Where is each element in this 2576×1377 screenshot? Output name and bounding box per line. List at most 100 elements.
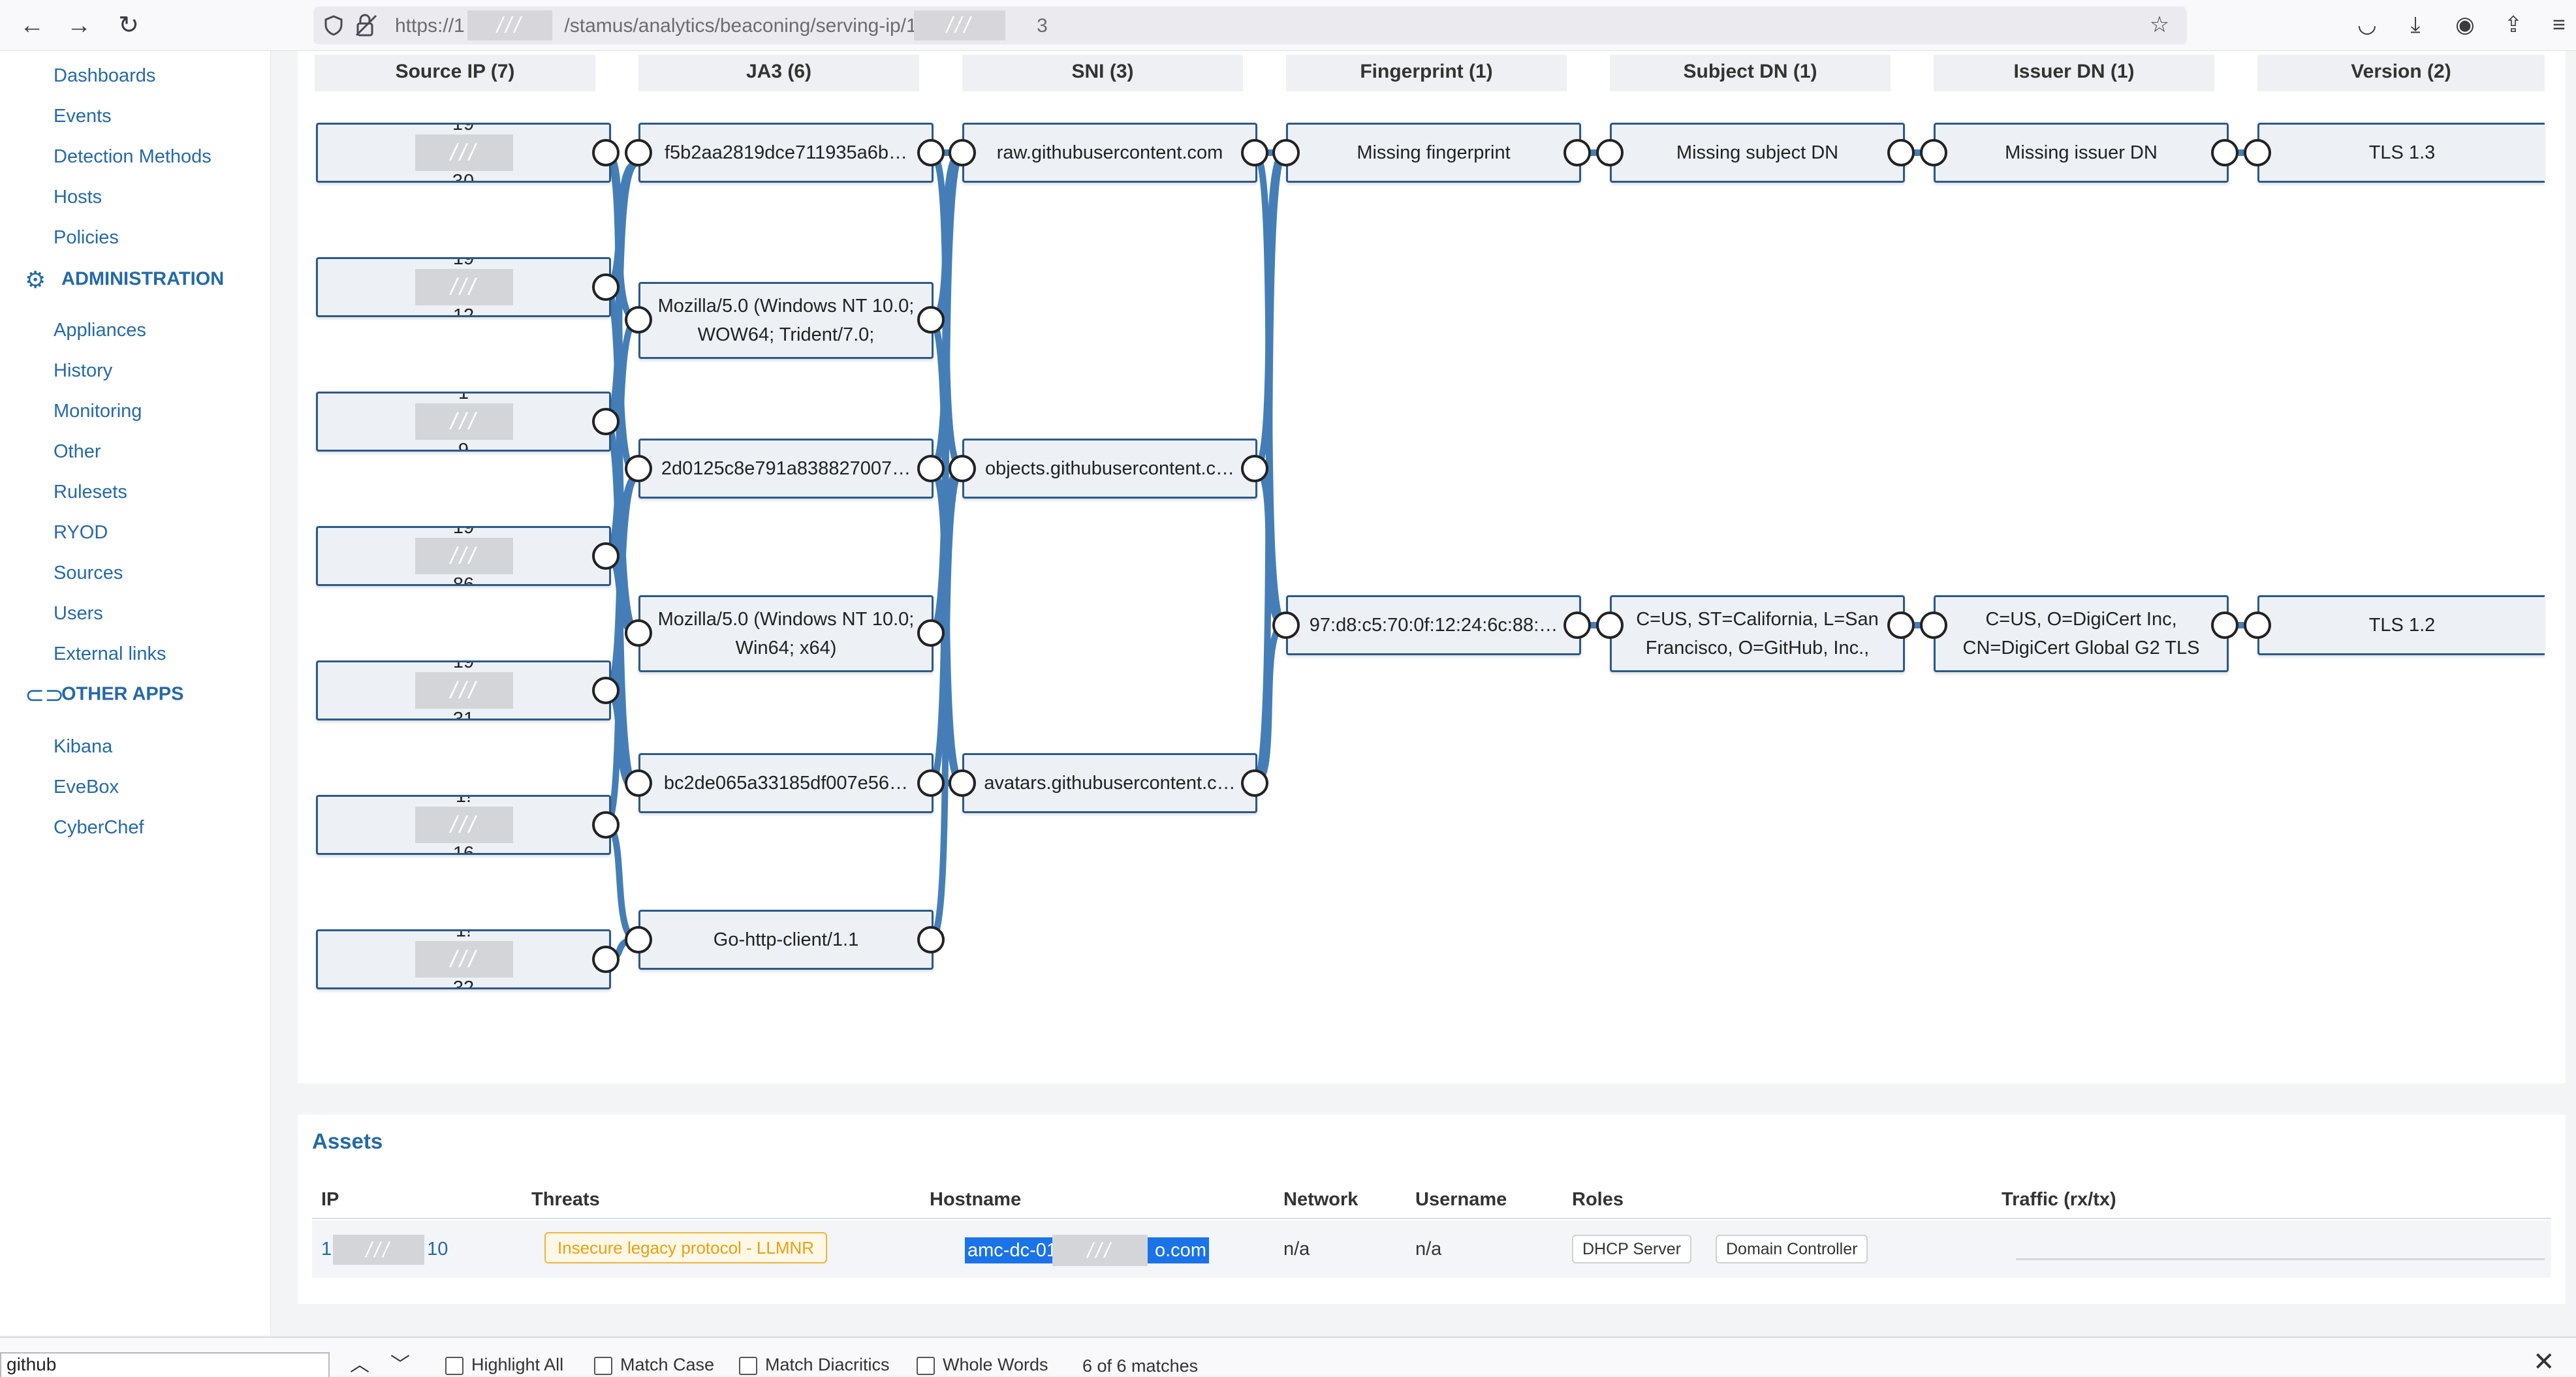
subject-dn-node[interactable]: Missing subject DN bbox=[1610, 123, 1905, 183]
sidebar-item-evebox[interactable]: EveBox bbox=[54, 777, 119, 797]
connector-handle[interactable] bbox=[917, 139, 945, 166]
connector-handle[interactable] bbox=[917, 455, 945, 482]
sidebar-item-users[interactable]: Users bbox=[54, 603, 103, 624]
connector-handle[interactable] bbox=[1596, 139, 1624, 166]
ja3-node[interactable]: f5b2aa2819dce711935a6b… bbox=[638, 123, 934, 183]
column-network[interactable]: Network bbox=[1283, 1189, 1359, 1210]
address-bar[interactable]: https://1 /stamus/analytics/beaconing/se… bbox=[313, 7, 2187, 44]
connector-handle[interactable] bbox=[592, 542, 620, 570]
account-icon[interactable]: ◉ bbox=[2455, 12, 2475, 37]
connector-handle[interactable] bbox=[625, 926, 652, 953]
version-node[interactable]: TLS 1.2 bbox=[2257, 595, 2545, 655]
sidebar-item-detection-methods[interactable]: Detection Methods bbox=[54, 146, 212, 167]
sidebar-item-appliances[interactable]: Appliances bbox=[54, 320, 146, 341]
ja3-node[interactable]: Mozilla/5.0 (Windows NT 10.0; Win64; x64… bbox=[638, 595, 934, 672]
sidebar-item-cyberchef[interactable]: CyberChef bbox=[54, 817, 144, 838]
connector-handle[interactable] bbox=[592, 139, 620, 166]
connector-handle[interactable] bbox=[2244, 611, 2271, 639]
connector-handle[interactable] bbox=[2211, 611, 2238, 639]
fingerprint-node[interactable]: Missing fingerprint bbox=[1286, 123, 1581, 183]
whole-words-checkbox[interactable]: Whole Words bbox=[917, 1355, 1048, 1375]
role-badge-dhcp-server[interactable]: DHCP Server bbox=[1572, 1235, 1691, 1263]
connector-handle[interactable] bbox=[1241, 769, 1268, 797]
sidebar-item-ryod[interactable]: RYOD bbox=[54, 522, 108, 543]
connector-handle[interactable] bbox=[592, 408, 620, 435]
sidebar-item-monitoring[interactable]: Monitoring bbox=[54, 401, 142, 422]
connector-handle[interactable] bbox=[2244, 139, 2271, 166]
connector-handle[interactable] bbox=[1563, 139, 1591, 166]
connector-handle[interactable] bbox=[625, 139, 652, 166]
connector-handle[interactable] bbox=[1272, 611, 1300, 639]
issuer-dn-node[interactable]: Missing issuer DN bbox=[1934, 123, 2229, 183]
star-icon[interactable]: ☆ bbox=[2149, 12, 2170, 37]
sni-node[interactable]: avatars.githubusercontent.c… bbox=[962, 753, 1257, 813]
connector-handle[interactable] bbox=[1887, 611, 1915, 639]
version-node[interactable]: TLS 1.3 bbox=[2257, 123, 2545, 183]
menu-icon[interactable]: ≡ bbox=[2552, 12, 2566, 37]
sidebar-item-policies[interactable]: Policies bbox=[54, 227, 119, 248]
connector-handle[interactable] bbox=[1272, 139, 1300, 166]
download-icon[interactable]: ⤓ bbox=[2410, 12, 2421, 37]
subject-dn-node[interactable]: C=US, ST=California, L=San Francisco, O=… bbox=[1610, 595, 1905, 672]
find-next-icon[interactable]: ﹀ bbox=[390, 1354, 410, 1376]
issuer-dn-node[interactable]: C=US, O=DigiCert Inc, CN=DigiCert Global… bbox=[1934, 595, 2229, 672]
find-input[interactable]: github bbox=[0, 1352, 330, 1377]
sni-node[interactable]: raw.githubusercontent.com bbox=[962, 123, 1257, 183]
role-badge-domain-controller[interactable]: Domain Controller bbox=[1716, 1235, 1868, 1263]
connector-handle[interactable] bbox=[1241, 139, 1268, 166]
connector-handle[interactable] bbox=[1920, 139, 1947, 166]
ja3-node[interactable]: bc2de065a33185df007e56… bbox=[638, 753, 934, 813]
sni-node[interactable]: objects.githubusercontent.c… bbox=[962, 439, 1257, 499]
sidebar-item-other[interactable]: Other bbox=[54, 441, 101, 462]
sidebar-item-rulesets[interactable]: Rulesets bbox=[54, 482, 127, 503]
column-traffic[interactable]: Traffic (rx/tx) bbox=[2002, 1189, 2116, 1210]
connector-handle[interactable] bbox=[592, 273, 620, 301]
match-diacritics-checkbox[interactable]: Match Diacritics bbox=[739, 1355, 890, 1375]
ja3-node[interactable]: Go-http-client/1.1 bbox=[638, 910, 934, 970]
sidebar-item-kibana[interactable]: Kibana bbox=[54, 736, 113, 757]
ja3-node[interactable]: 2d0125c8e791a838827007… bbox=[638, 439, 934, 499]
connector-handle[interactable] bbox=[917, 619, 945, 647]
sidebar-item-sources[interactable]: Sources bbox=[54, 563, 123, 583]
connector-handle[interactable] bbox=[917, 926, 945, 953]
connector-handle[interactable] bbox=[625, 769, 652, 797]
column-ip[interactable]: IP bbox=[321, 1189, 339, 1210]
connector-handle[interactable] bbox=[2211, 139, 2238, 166]
sidebar-item-events[interactable]: Events bbox=[54, 106, 112, 127]
connector-handle[interactable] bbox=[1563, 611, 1591, 639]
back-arrow-icon[interactable]: ← bbox=[20, 12, 44, 39]
connector-handle[interactable] bbox=[625, 619, 652, 647]
connector-handle[interactable] bbox=[949, 455, 976, 482]
forward-arrow-icon[interactable]: → bbox=[67, 12, 91, 39]
connector-handle[interactable] bbox=[1241, 455, 1268, 482]
highlight-all-checkbox[interactable]: Highlight All bbox=[445, 1355, 563, 1375]
connector-handle[interactable] bbox=[592, 946, 620, 973]
connector-handle[interactable] bbox=[592, 811, 620, 839]
sidebar-item-history[interactable]: History bbox=[54, 360, 113, 381]
close-icon[interactable]: ✕ bbox=[2533, 1348, 2555, 1376]
fingerprint-node[interactable]: 97:d8:c5:70:0f:12:24:6c:88:… bbox=[1286, 595, 1581, 655]
column-username[interactable]: Username bbox=[1415, 1189, 1507, 1210]
sidebar-item-hosts[interactable]: Hosts bbox=[54, 187, 102, 208]
extensions-icon[interactable]: ⇪ bbox=[2504, 12, 2523, 37]
connector-handle[interactable] bbox=[1887, 139, 1915, 166]
connector-handle[interactable] bbox=[949, 769, 976, 797]
ja3-node[interactable]: Mozilla/5.0 (Windows NT 10.0; WOW64; Tri… bbox=[638, 282, 934, 359]
find-previous-icon[interactable]: ︿ bbox=[350, 1354, 369, 1376]
connector-handle[interactable] bbox=[949, 139, 976, 166]
connector-handle[interactable] bbox=[1920, 611, 1947, 639]
match-case-checkbox[interactable]: Match Case bbox=[594, 1355, 714, 1375]
sidebar-item-external-links[interactable]: External links bbox=[54, 643, 166, 664]
connector-handle[interactable] bbox=[625, 455, 652, 482]
connector-handle[interactable] bbox=[625, 306, 652, 333]
connector-handle[interactable] bbox=[1596, 611, 1624, 639]
reload-icon[interactable]: ↻ bbox=[118, 12, 139, 39]
threat-badge[interactable]: Insecure legacy protocol - LLMNR bbox=[544, 1232, 828, 1263]
column-threats[interactable]: Threats bbox=[531, 1189, 600, 1210]
connector-handle[interactable] bbox=[917, 306, 945, 333]
column-roles[interactable]: Roles bbox=[1572, 1189, 1624, 1210]
connector-handle[interactable] bbox=[917, 769, 945, 797]
connector-handle[interactable] bbox=[592, 677, 620, 704]
pocket-icon[interactable]: ◡ bbox=[2357, 12, 2377, 37]
